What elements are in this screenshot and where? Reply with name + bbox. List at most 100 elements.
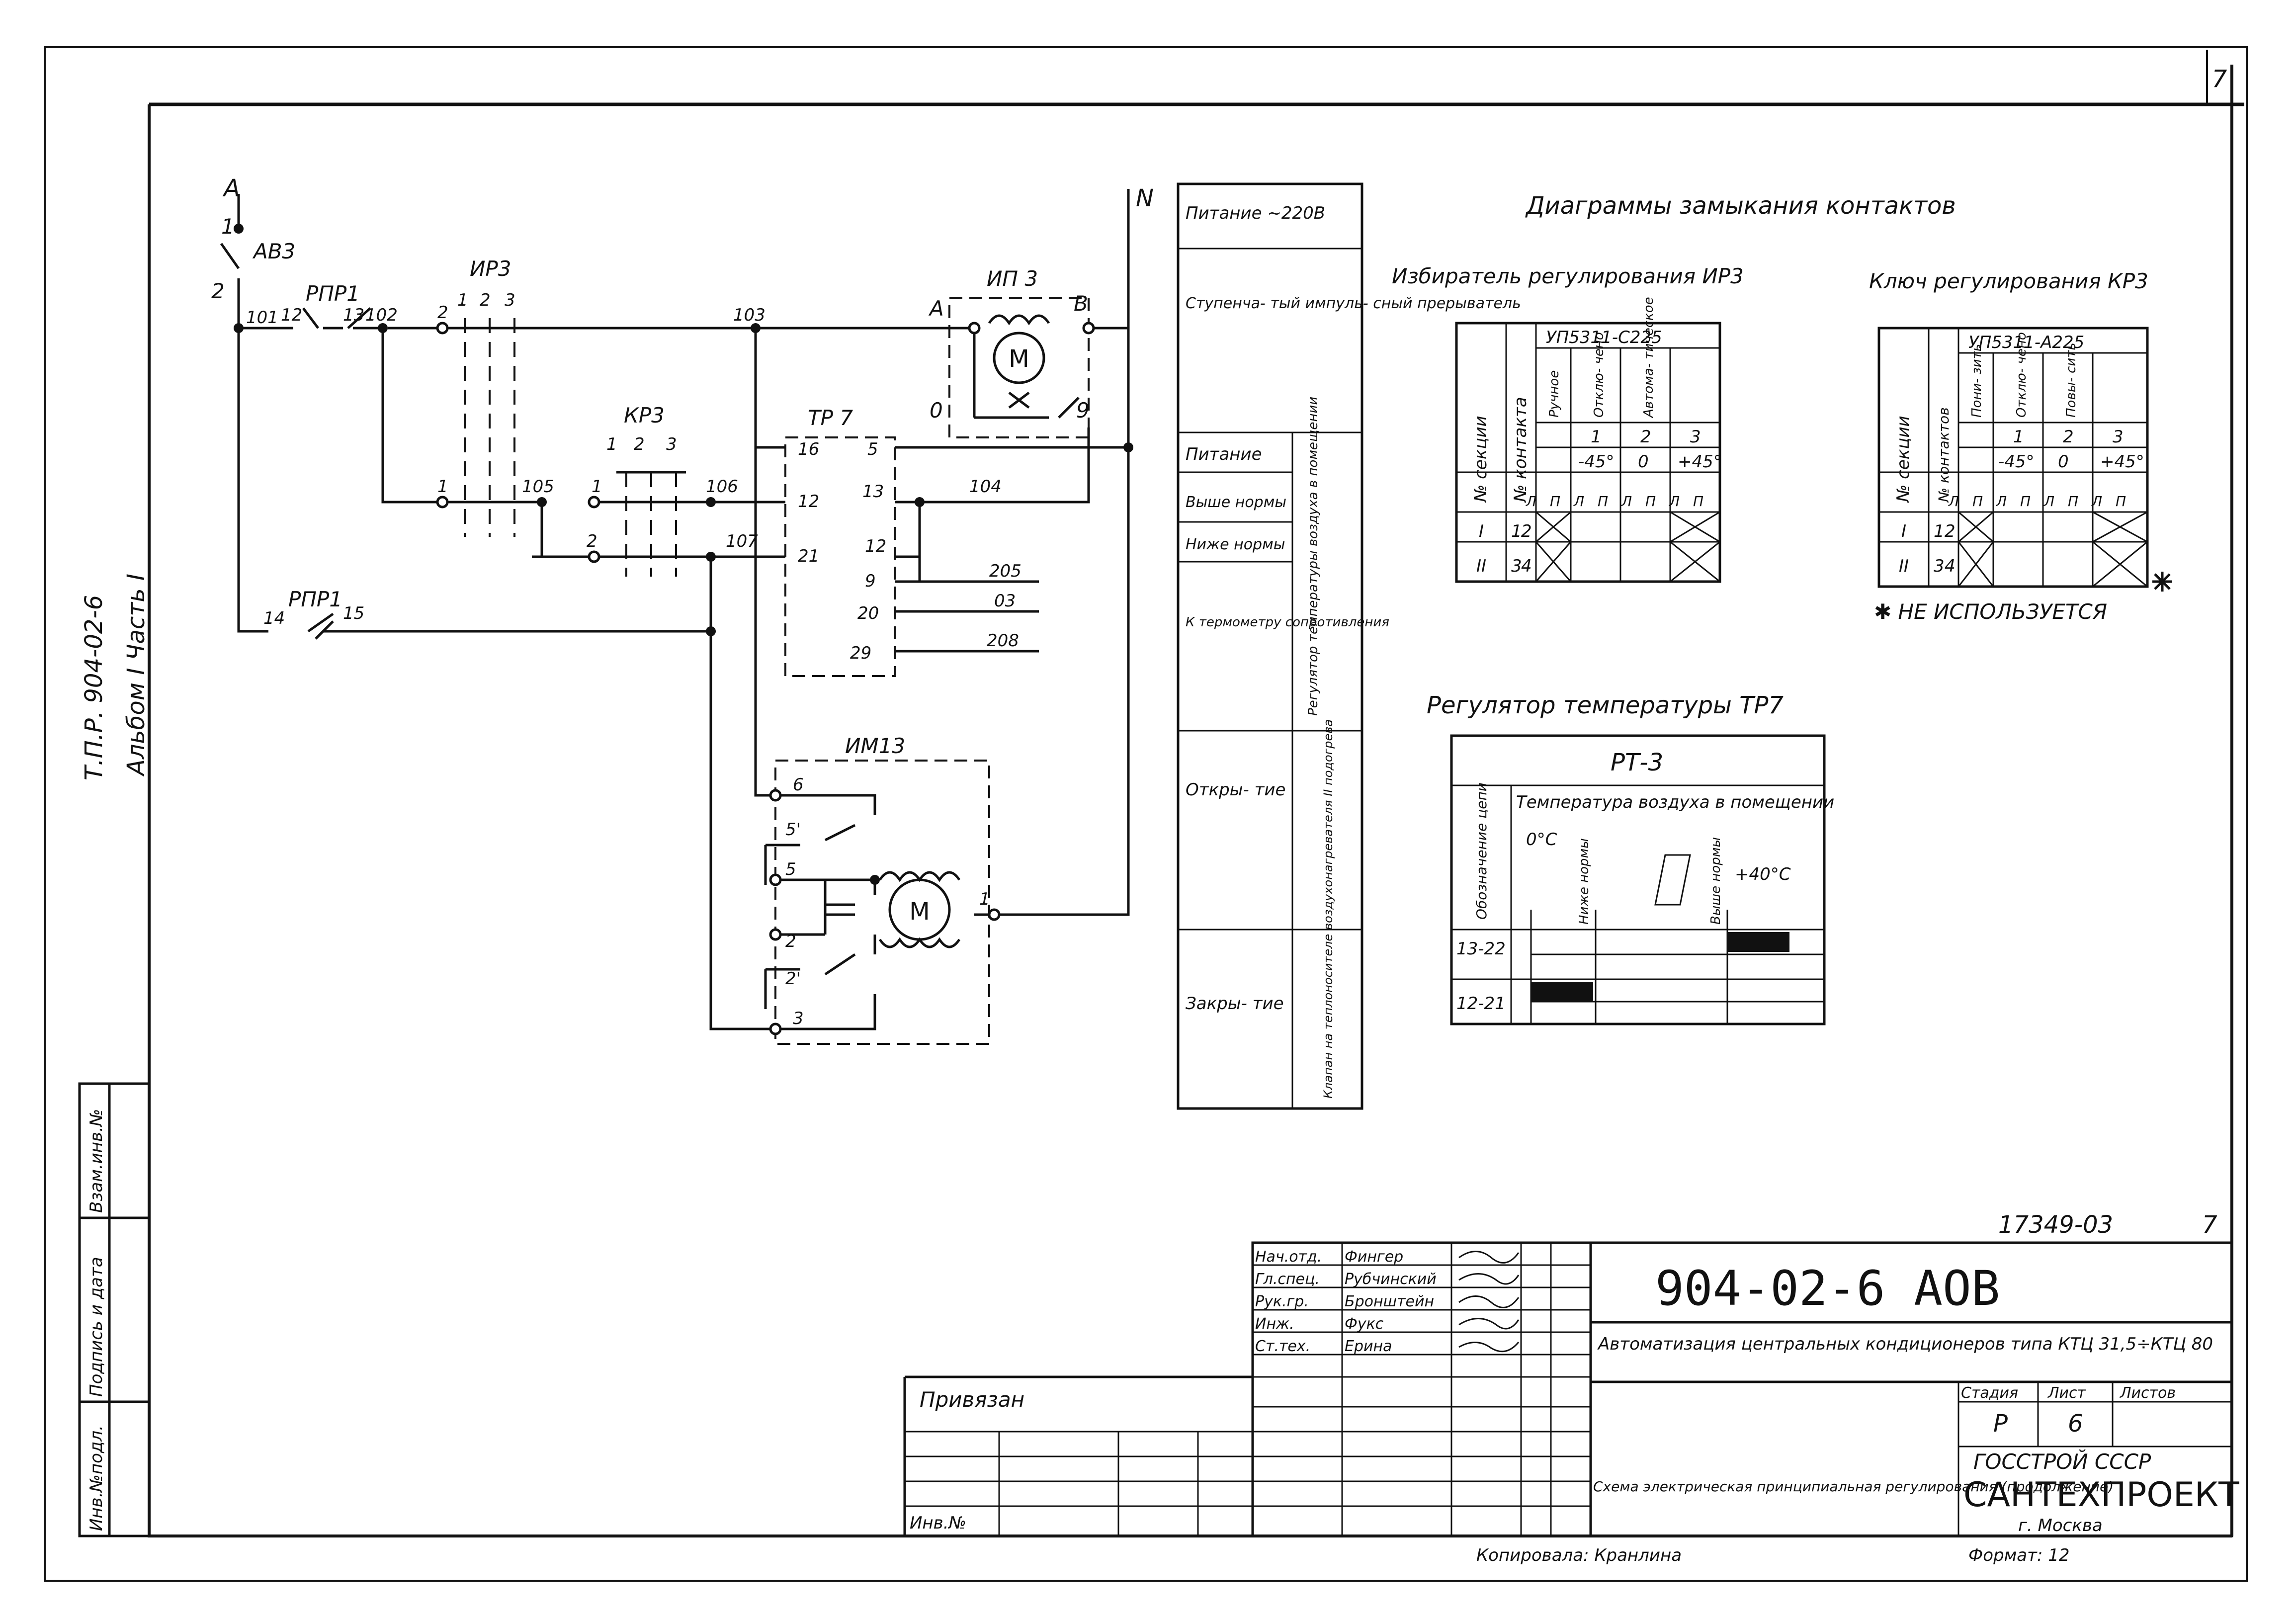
selector_table-lp-3: П bbox=[1598, 493, 1608, 510]
org-gosstroy: ГОССТРОЙ СССР bbox=[1973, 1449, 2151, 1474]
contact-14: 14 bbox=[263, 608, 285, 628]
ip3-terminal-0: 0 bbox=[930, 398, 943, 423]
regulator-above: Выше нормы bbox=[1708, 837, 1723, 925]
selector-row2-c2: 4 bbox=[1521, 556, 1532, 576]
wire-208: 208 bbox=[987, 631, 1019, 651]
name-4: Фукс bbox=[1345, 1315, 1384, 1333]
regulator-row-12-21: 12-21 bbox=[1456, 994, 1506, 1014]
key-posnum-2: 2 bbox=[2063, 427, 2074, 447]
side-stamp-line1: Т.П.Р. 904-02-6 bbox=[80, 595, 108, 780]
selector-angle-3: +45° bbox=[1678, 452, 1722, 472]
wire-107: 107 bbox=[726, 531, 758, 551]
selector-row1-section: I bbox=[1479, 521, 1484, 541]
left-strip bbox=[78, 1082, 151, 1537]
key-closures bbox=[1957, 511, 2172, 592]
selector-angle-1: -45° bbox=[1578, 452, 1615, 472]
legend-valve: Клапан на теплоносителе воздухонагревате… bbox=[1321, 719, 1335, 1099]
role-5: Ст.тех. bbox=[1255, 1338, 1310, 1355]
name-2: Рубчинский bbox=[1345, 1271, 1437, 1288]
legend-to-thermometer: К термометру сопротивления bbox=[1186, 615, 1389, 630]
wire-205: 205 bbox=[989, 561, 1021, 581]
diagrams-title: Диаграммы замыкания контактов bbox=[1525, 192, 1956, 220]
drawing-title: Схема электрическая принципиальная регул… bbox=[1593, 1478, 2114, 1495]
breaker-terminal-1: 1 bbox=[221, 214, 235, 239]
legend-power: Питание bbox=[1186, 444, 1262, 464]
key-row2-c1: 3 bbox=[1934, 556, 1945, 576]
regulator-zero: 0°С bbox=[1526, 830, 1557, 850]
im13-terminal-2: 2 bbox=[785, 932, 796, 951]
stage-label: Стадия bbox=[1961, 1384, 2018, 1402]
key-pos-2: Отклю- чено bbox=[2014, 332, 2029, 418]
sheet-number: 7 bbox=[2212, 65, 2227, 93]
wire-103: 103 bbox=[733, 305, 765, 325]
selector-col-contact: № контакта bbox=[1511, 397, 1531, 503]
ip3-terminal-9: 9 bbox=[1076, 398, 1090, 423]
left-strip-inv-replace: Взам.инв.№ bbox=[86, 1109, 106, 1213]
irz-contact-1: 1 bbox=[437, 477, 448, 497]
krz-contact-1: 1 bbox=[592, 477, 602, 497]
key_table-lp-7: П bbox=[2116, 493, 2126, 510]
regulator-below: Ниже нормы bbox=[1577, 838, 1592, 925]
selector_table-lp-5: П bbox=[1645, 493, 1656, 510]
legend-regulator: Регулятор температуры воздуха в помещени… bbox=[1306, 397, 1321, 716]
im13-terminal-2p: 2' bbox=[785, 969, 801, 989]
key-row2-section: II bbox=[1899, 556, 1909, 576]
doc-number: 17349-03 bbox=[1998, 1211, 2113, 1239]
selector-col-section: № секции bbox=[1471, 416, 1491, 503]
name-5: Ерина bbox=[1345, 1338, 1392, 1355]
contact-12: 12 bbox=[281, 305, 302, 325]
left-strip-signature-date: Подпись и дата bbox=[86, 1257, 106, 1397]
key-row1-c2: 2 bbox=[1945, 521, 1956, 541]
tp7-pin-12: 12 bbox=[798, 492, 819, 512]
key-row1-c1: 1 bbox=[1934, 521, 1945, 541]
regulator-col-circuit: Обозначение цепи bbox=[1473, 782, 1490, 920]
legend-above-norm: Выше нормы bbox=[1186, 494, 1286, 511]
junctions bbox=[234, 224, 1133, 1035]
key-posnum-1: 1 bbox=[2013, 427, 2024, 447]
legend-below-norm: Ниже нормы bbox=[1186, 536, 1285, 553]
wire-104: 104 bbox=[969, 477, 1002, 497]
selector-row1-c2: 2 bbox=[1521, 521, 1532, 541]
role-4: Инж. bbox=[1255, 1315, 1294, 1333]
krz-pos-3: 3 bbox=[666, 434, 677, 454]
role-2: Гл.спец. bbox=[1255, 1271, 1320, 1288]
breaker-terminal-2: 2 bbox=[211, 279, 225, 303]
sheet-label: Лист bbox=[2047, 1384, 2087, 1402]
side-stamp-line2: Альбом I Часть I bbox=[122, 574, 150, 777]
key-col-section: № секции bbox=[1893, 416, 1913, 503]
legend-power-header: Питание ~220В bbox=[1186, 203, 1325, 223]
key_table-lp-0: Л bbox=[1948, 493, 1959, 510]
tp7-pin-13: 13 bbox=[862, 482, 884, 502]
org-santehproekt: САНТЕХПРОЕКТ bbox=[1963, 1475, 2239, 1515]
left-strip-inv-original: Инв.№подл. bbox=[86, 1425, 106, 1531]
im13-motor bbox=[825, 871, 961, 948]
im13-terminal-1: 1 bbox=[979, 889, 990, 909]
key-pos-3: Повы- сить bbox=[2064, 342, 2079, 418]
breaker-label: АВ3 bbox=[252, 239, 295, 263]
tp7-pin-12b: 12 bbox=[865, 536, 886, 556]
irz-pos-2: 2 bbox=[480, 290, 491, 310]
name-1: Фингер bbox=[1345, 1248, 1403, 1266]
selector_table-lp-2: Л bbox=[1573, 493, 1584, 510]
selector-table-title: Избиратель регулирования ИР3 bbox=[1392, 264, 1744, 288]
privyazan-label: Привязан bbox=[920, 1387, 1024, 1412]
krz-contact-2: 2 bbox=[587, 531, 597, 551]
key_table-lp-6: Л bbox=[2091, 493, 2102, 510]
regulator-model: РТ-3 bbox=[1611, 749, 1663, 776]
selector-model: УП5311-С225 bbox=[1546, 328, 1662, 347]
contact-13: 13 bbox=[343, 305, 364, 325]
regulator-row-13-22: 13-22 bbox=[1456, 939, 1506, 959]
im13-motor-label: М bbox=[909, 898, 930, 926]
selector-row1-c1: 1 bbox=[1511, 521, 1522, 541]
key-row2-c2: 4 bbox=[1945, 556, 1956, 576]
title-block-grid bbox=[903, 1241, 2233, 1537]
ip3-motor bbox=[988, 314, 1050, 409]
wire-102: 102 bbox=[365, 305, 398, 325]
wire-03: 03 bbox=[994, 591, 1016, 611]
doc-sheet: 7 bbox=[2202, 1211, 2217, 1239]
regulator-table-title: Регулятор температуры ТР7 bbox=[1427, 691, 1784, 719]
wire-101: 101 bbox=[246, 308, 278, 328]
key-note: ✱ НЕ ИСПОЛЬЗУЕТСЯ bbox=[1874, 599, 2107, 624]
